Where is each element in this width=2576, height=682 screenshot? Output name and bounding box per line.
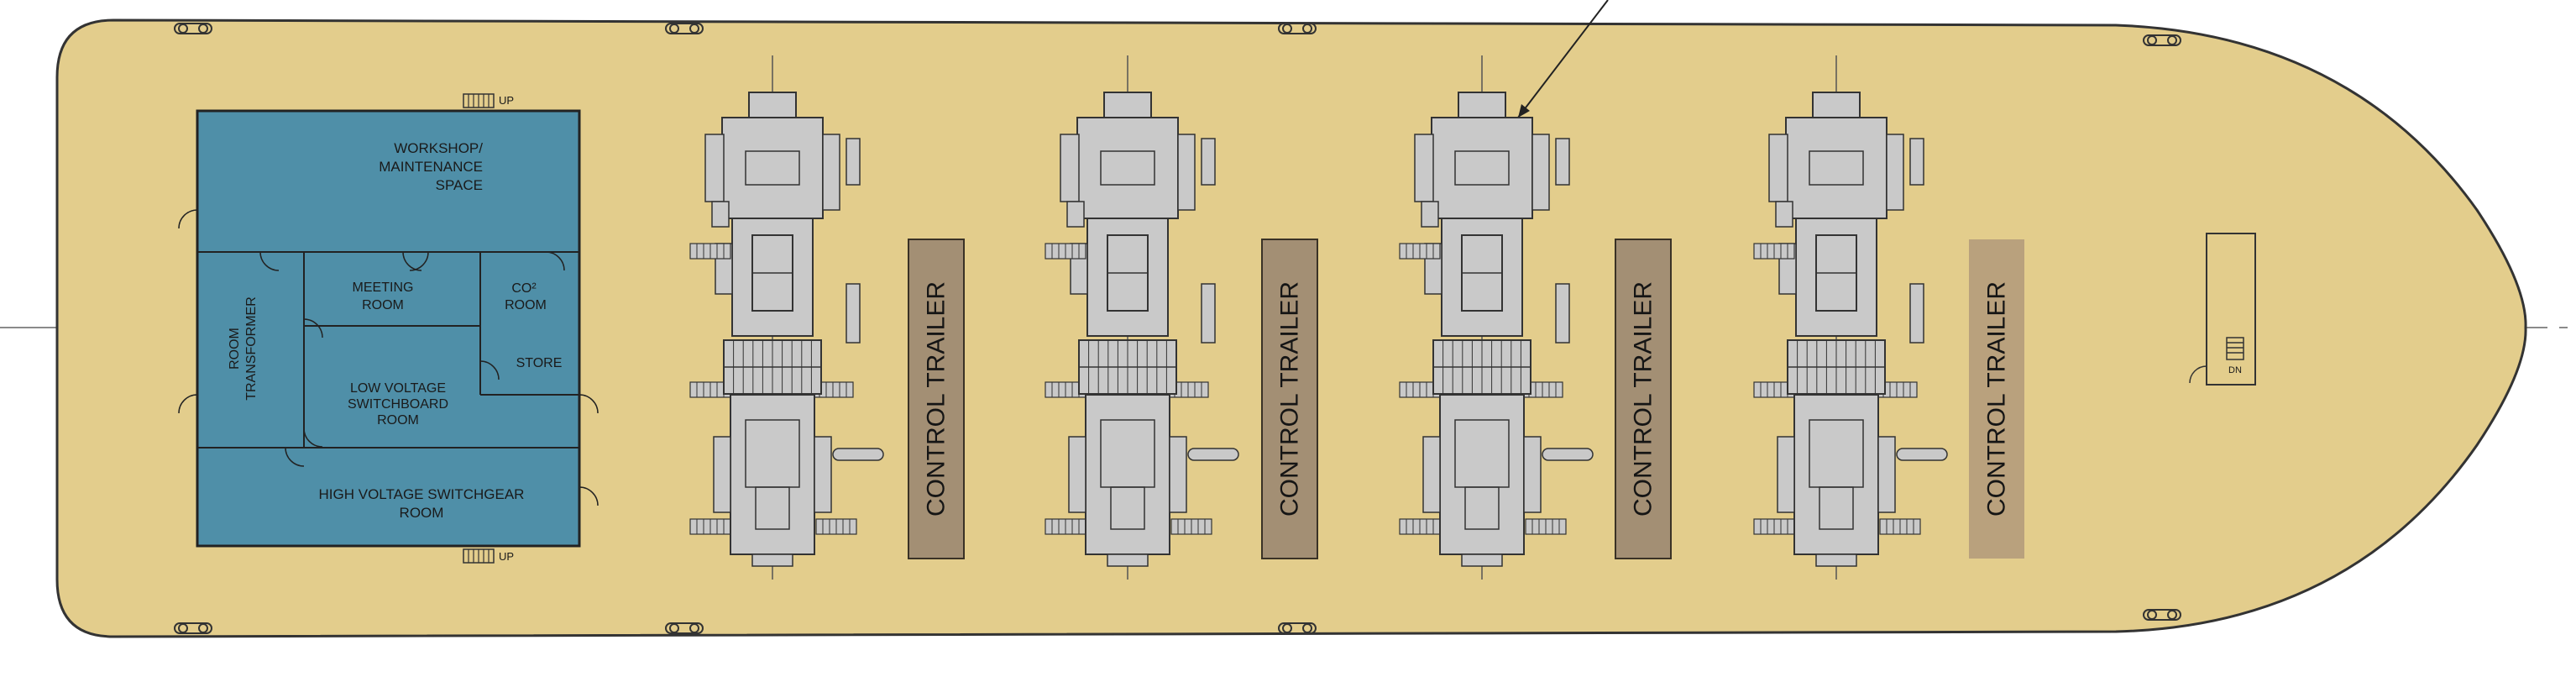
control-trailer-label: CONTROL TRAILER — [1276, 281, 1304, 517]
deckhouse-block — [196, 109, 581, 548]
callout-leader-line — [1517, 0, 1609, 118]
control-trailer-body — [1615, 239, 1672, 559]
label-meeting-line1: MEETING — [353, 281, 414, 295]
stair-up-bottom: UP — [463, 548, 514, 564]
control-trailer-body — [1261, 239, 1318, 559]
deckhouse: WORKSHOP/ MAINTENANCE SPACE ROOM TRANSFO… — [178, 109, 599, 548]
label-co2-line2: ROOM — [505, 298, 547, 312]
generator-unit — [1399, 55, 1594, 580]
control-trailer: CONTROL TRAILER — [1615, 239, 1672, 559]
control-trailer: CONTROL TRAILER — [908, 239, 965, 559]
label-workshop-line3: SPACE — [436, 177, 483, 193]
label-transformer-line1: ROOM — [228, 328, 242, 370]
label-hv-line2: ROOM — [400, 505, 444, 521]
label-workshop-line2: MAINTENANCE — [379, 159, 483, 175]
label-hv-line1: HIGH VOLTAGE SWITCHGEAR — [319, 486, 525, 502]
control-trailer: CONTROL TRAILER — [1969, 239, 2024, 559]
generator-unit — [689, 55, 884, 580]
control-trailer-label: CONTROL TRAILER — [1983, 281, 2011, 517]
label-lv-line2: SWITCHBOARD — [348, 397, 448, 412]
control-trailer-body — [1969, 239, 2024, 559]
label-transformer-line2: TRANSFORMER — [244, 296, 259, 401]
label-co2-line1: CO² — [511, 281, 537, 296]
generator-units: CONTROL TRAILER CONTROL TRAILER CONTROL TR… — [689, 55, 2024, 580]
stair-up-top-label: UP — [499, 94, 514, 107]
label-store: STORE — [516, 356, 563, 370]
label-lv-line1: LOW VOLTAGE — [350, 381, 446, 396]
generator-unit — [1753, 55, 1948, 580]
label-meeting-line2: ROOM — [362, 298, 404, 312]
control-trailer: CONTROL TRAILER — [1261, 239, 1318, 559]
label-lv-line3: ROOM — [377, 413, 419, 428]
stair-up-top: UP — [463, 93, 514, 108]
generator-unit — [1045, 55, 1239, 580]
stair-up-bottom-label: UP — [499, 550, 514, 563]
control-trailer-label: CONTROL TRAILER — [1630, 281, 1657, 517]
stair-down-label: DN — [2228, 365, 2242, 375]
label-workshop-line1: WORKSHOP/ — [394, 140, 483, 156]
bow-hatch: DN — [2189, 233, 2256, 386]
control-trailer-body — [908, 239, 965, 559]
mooring-bollards — [174, 23, 2181, 634]
control-trailer-label: CONTROL TRAILER — [923, 281, 950, 517]
callout-arrowhead — [1518, 104, 1530, 118]
